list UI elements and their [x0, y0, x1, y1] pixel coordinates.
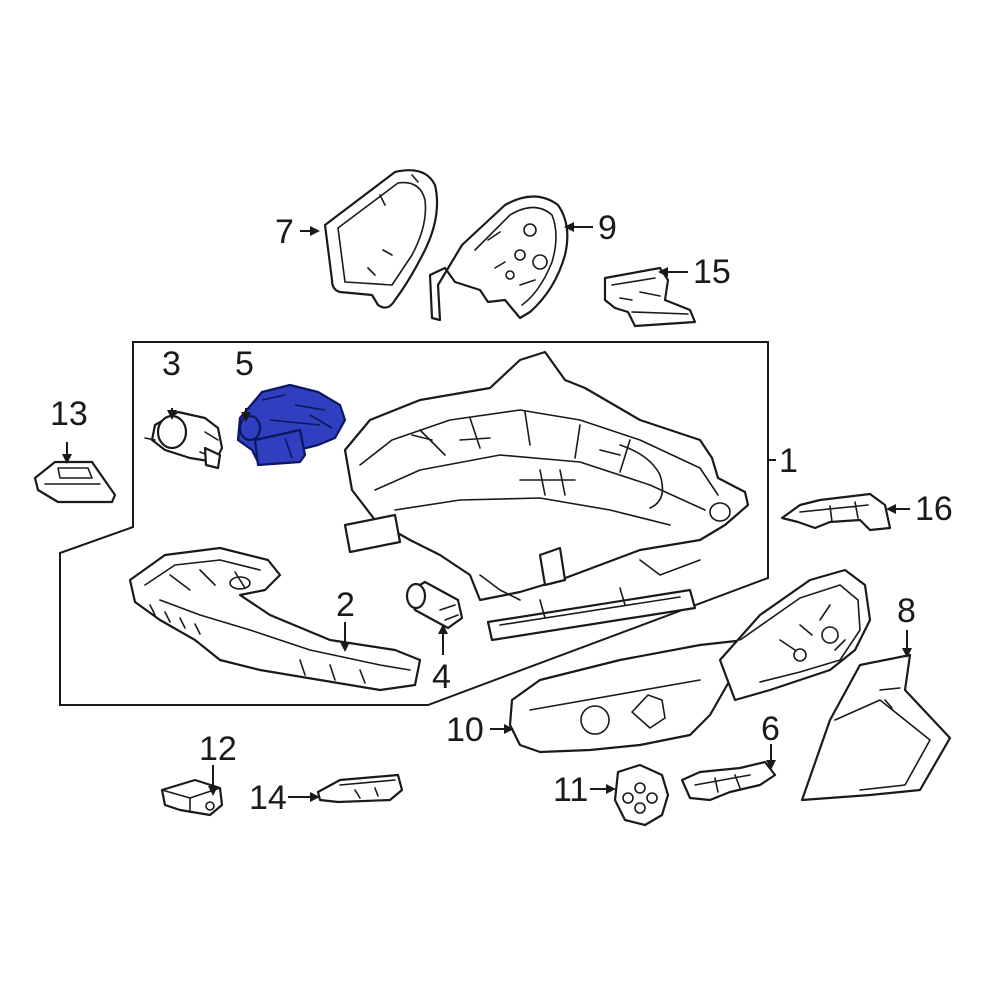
callout-7[interactable]: 7: [275, 213, 294, 251]
callout-9[interactable]: 9: [598, 209, 617, 247]
part-13-cover[interactable]: [33, 460, 117, 504]
part-12-module[interactable]: [160, 778, 224, 817]
callout-13[interactable]: 13: [50, 395, 88, 433]
callout-15[interactable]: 15: [693, 253, 731, 291]
assembly-frame: [59, 341, 769, 706]
callout-1[interactable]: 1: [779, 442, 798, 480]
part-14-connector[interactable]: [316, 773, 404, 804]
callout-5[interactable]: 5: [235, 345, 254, 383]
part-10-seat-shield[interactable]: [508, 568, 872, 754]
callout-3[interactable]: 3: [162, 345, 181, 383]
part-9-inner-side-panel[interactable]: [428, 195, 569, 322]
part-7-side-cover[interactable]: [323, 169, 439, 309]
part-5-adjuster-motor[interactable]: [236, 383, 347, 467]
callout-14[interactable]: 14: [249, 779, 287, 817]
callout-10[interactable]: 10: [446, 711, 484, 749]
callout-2[interactable]: 2: [336, 586, 355, 624]
part-6-switch-bracket[interactable]: [680, 760, 777, 802]
callout-12[interactable]: 12: [199, 730, 237, 768]
part-16-bracket[interactable]: [780, 492, 892, 532]
leader-lines: [62, 222, 912, 802]
callout-8[interactable]: 8: [897, 592, 916, 630]
part-1-seat-frame[interactable]: [343, 350, 750, 642]
part-2-cushion-pan[interactable]: [128, 546, 422, 692]
part-11-seat-switch[interactable]: [613, 763, 670, 827]
callout-4[interactable]: 4: [432, 658, 451, 696]
part-4-actuator[interactable]: [405, 580, 464, 630]
callout-11[interactable]: 11: [553, 771, 588, 809]
callout-labels: 7 9 15 3 5 13 1 16 2 4 8 10 6 12 14 11: [50, 209, 953, 817]
part-15-bracket[interactable]: [603, 266, 697, 328]
callout-6[interactable]: 6: [761, 710, 780, 748]
callout-16[interactable]: 16: [915, 490, 953, 528]
part-8-side-trim[interactable]: [800, 653, 952, 802]
part-3-motor[interactable]: [144, 410, 224, 470]
